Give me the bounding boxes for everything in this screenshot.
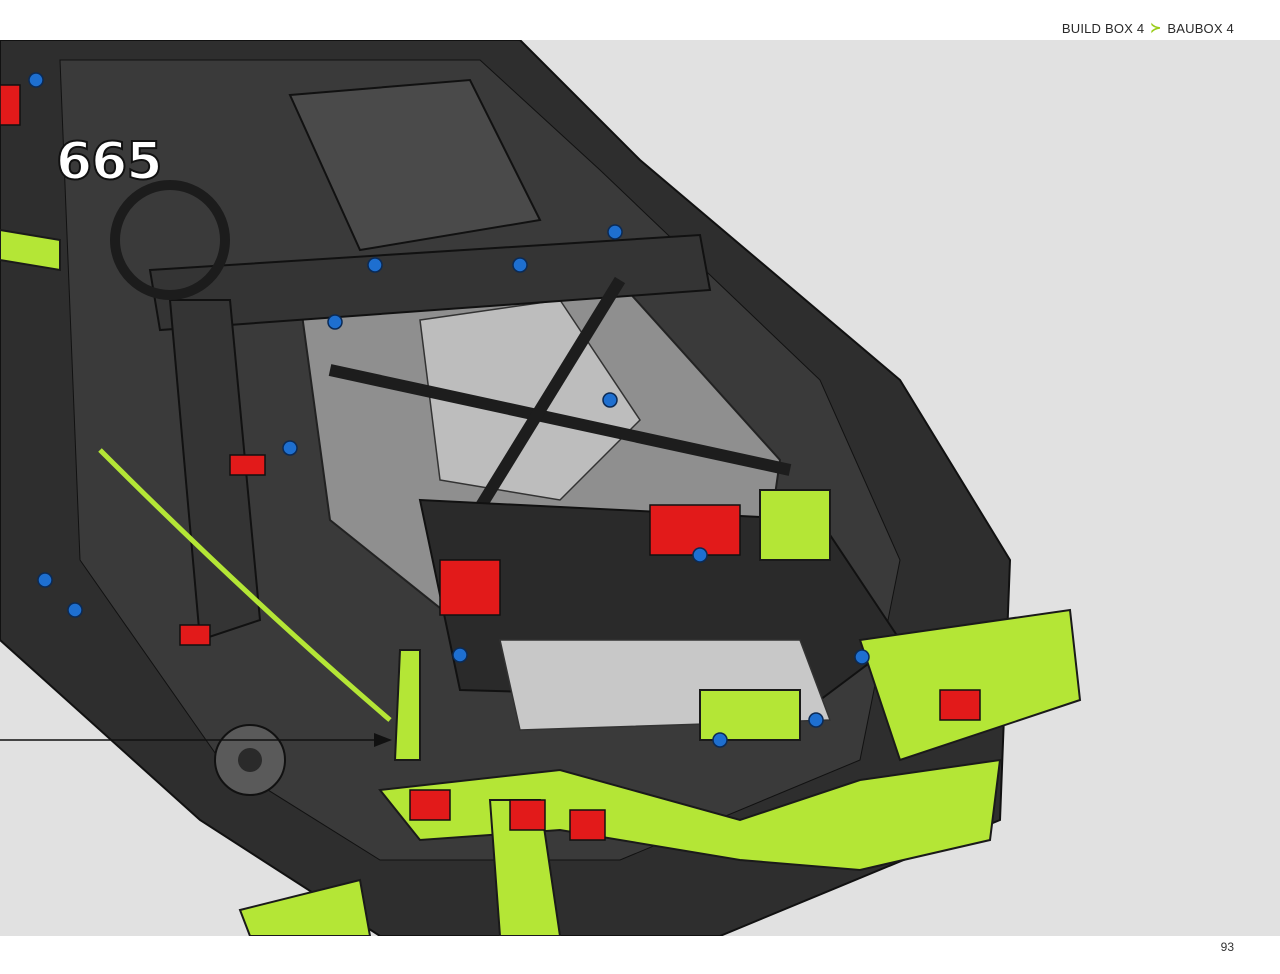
page-number: 93: [1220, 940, 1234, 954]
chassis: [0, 40, 1012, 936]
lime-accent-parts: [0, 228, 1082, 936]
breadcrumb-item-baubox: BAUBOX 4: [1167, 20, 1234, 36]
chevron-right-icon: ≻: [1150, 20, 1162, 35]
lego-model-illustration: [0, 40, 1082, 936]
callout-arrow: [0, 733, 392, 747]
breadcrumb-item-build-box: BUILD BOX 4: [1061, 20, 1145, 36]
breadcrumb: BUILD BOX 4 ≻ BAUBOX 4: [1062, 20, 1234, 36]
red-parts: [0, 84, 981, 841]
wheel-hub: [214, 724, 286, 796]
instruction-illustration: 665: [0, 40, 1280, 936]
blue-pins: [28, 72, 870, 748]
page-footer: [0, 936, 1280, 974]
step-number: 665: [55, 131, 164, 193]
page-header: BUILD BOX 4 ≻ BAUBOX 4: [0, 0, 1280, 40]
